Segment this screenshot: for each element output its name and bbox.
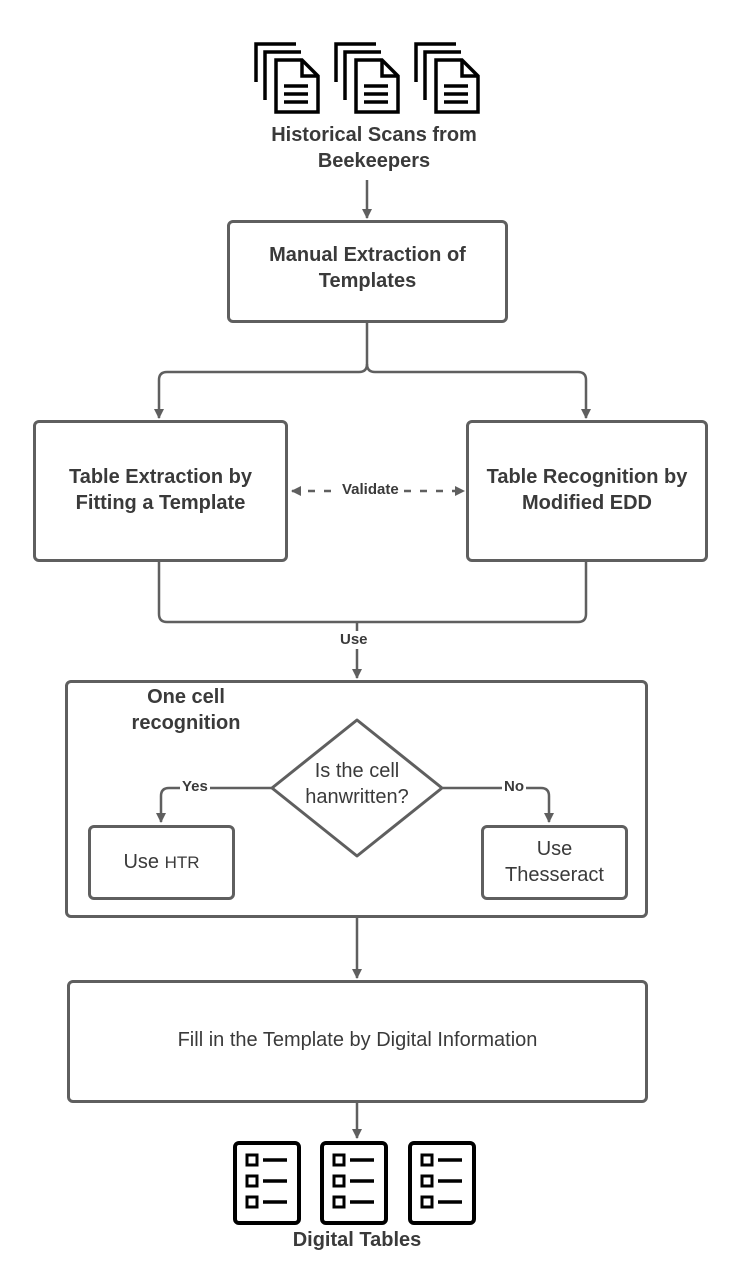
no-label: No xyxy=(502,778,526,796)
edd-label: Table Recognition by Modified EDD xyxy=(486,466,688,514)
tesseract-node xyxy=(481,825,628,900)
validate-label: Validate xyxy=(340,481,401,499)
edge-merge xyxy=(157,562,588,624)
htr-node xyxy=(88,825,235,900)
edge-manual-to-edd xyxy=(365,363,591,419)
edd-node xyxy=(466,420,708,562)
fill-template-label: Fill in the Template by Digital Informat… xyxy=(177,1029,538,1051)
tesseract-label: Use Thesseract xyxy=(505,838,604,886)
yes-label: Yes xyxy=(180,778,210,796)
decision-label: Is the cell hanwritten? xyxy=(305,760,409,808)
template-fit-node xyxy=(33,420,288,562)
use-label: Use xyxy=(338,631,370,649)
manual-extraction-label: Manual Extraction of Templates xyxy=(269,244,466,292)
fill-template-node xyxy=(67,980,648,1103)
manual-extraction-node xyxy=(227,220,508,323)
output-label: Digital Tables xyxy=(292,1229,422,1251)
htr-label: Use HTR xyxy=(123,851,200,873)
template-fit-label: Table Extraction by Fitting a Template xyxy=(68,466,252,514)
cell-group-label: One cell recognition xyxy=(131,686,241,734)
decision-diamond xyxy=(270,718,444,858)
source-label: Historical Scans from Beekeepers xyxy=(271,124,477,172)
